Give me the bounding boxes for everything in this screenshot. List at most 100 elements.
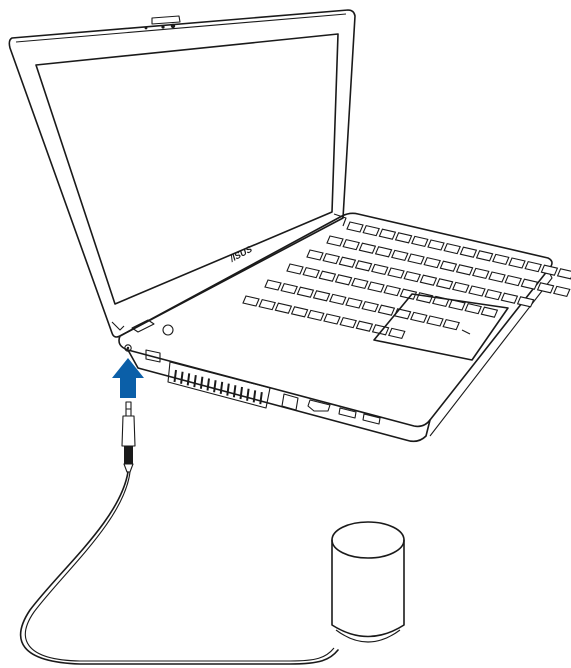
keyboard-key bbox=[339, 257, 355, 267]
keyboard-key bbox=[388, 268, 404, 278]
keyboard-key bbox=[363, 226, 379, 236]
keyboard-key bbox=[412, 236, 428, 246]
keyboard-key bbox=[469, 286, 485, 296]
keyboard-key bbox=[323, 254, 339, 264]
keyboard-key bbox=[336, 275, 352, 285]
keyboard-key bbox=[359, 243, 375, 253]
keyboard bbox=[243, 222, 571, 338]
keyboard-key bbox=[297, 287, 313, 297]
keyboard-key bbox=[493, 254, 509, 264]
keyboard-key bbox=[396, 233, 412, 243]
keyboard-key bbox=[509, 258, 525, 268]
vent-slot bbox=[241, 387, 243, 399]
keyboard-key bbox=[265, 280, 281, 290]
keyboard-key bbox=[307, 250, 323, 260]
keyboard-key bbox=[473, 268, 489, 278]
audio-plug bbox=[122, 402, 135, 472]
keyboard-key bbox=[327, 236, 343, 246]
keyboard-key bbox=[347, 222, 363, 232]
keyboard-key bbox=[443, 320, 459, 330]
keyboard-key bbox=[428, 240, 444, 250]
keyboard-key bbox=[352, 278, 368, 288]
keyboard-key bbox=[541, 265, 557, 275]
keyboard-key bbox=[477, 251, 493, 261]
lid-hinge-left bbox=[112, 322, 124, 330]
insert-arrow bbox=[112, 358, 144, 398]
hdmi-port bbox=[308, 400, 330, 411]
keyboard-key bbox=[525, 262, 541, 272]
keyboard-key bbox=[275, 303, 291, 313]
vent-slot bbox=[234, 385, 236, 397]
vent-slot bbox=[247, 389, 249, 401]
keyboard-key bbox=[281, 284, 297, 294]
keyboard-key bbox=[340, 318, 356, 328]
vent-slot bbox=[201, 377, 203, 389]
keyboard-key bbox=[346, 298, 362, 308]
keyboard-key bbox=[489, 272, 505, 282]
keyboard-key bbox=[314, 291, 330, 301]
asus-logo: /ISUS bbox=[227, 244, 253, 264]
laptop-base bbox=[119, 213, 552, 441]
side-ports bbox=[125, 345, 380, 424]
keyboard-key bbox=[395, 309, 411, 319]
vent-slot bbox=[181, 372, 183, 384]
vent-slot bbox=[175, 370, 177, 382]
keyboard-key bbox=[408, 254, 424, 264]
keyboard-key bbox=[379, 229, 395, 239]
power-button bbox=[132, 320, 173, 335]
keyboard-key bbox=[453, 282, 469, 292]
keyboard-key bbox=[427, 316, 443, 326]
laptop-screen bbox=[36, 34, 338, 304]
vent-slot bbox=[254, 390, 256, 402]
keyboard-key bbox=[343, 240, 359, 250]
keyboard-key bbox=[259, 300, 275, 310]
keyboard-key bbox=[437, 279, 453, 289]
keyboard-key bbox=[420, 275, 436, 285]
vent-slot bbox=[221, 382, 223, 394]
webcam-bar bbox=[145, 16, 180, 29]
keyboard-key bbox=[292, 307, 308, 317]
keyboard-key bbox=[485, 290, 501, 300]
keyboard-key bbox=[558, 269, 571, 279]
keyboard-key bbox=[319, 271, 335, 281]
keyboard-key bbox=[465, 304, 481, 314]
keyboard-key bbox=[356, 321, 372, 331]
keyboard-key bbox=[356, 261, 372, 271]
keyboard-key bbox=[308, 310, 324, 320]
keyboard-key bbox=[376, 247, 392, 257]
keyboard-key bbox=[372, 264, 388, 274]
audio-cable bbox=[21, 472, 338, 664]
keyboard-key bbox=[444, 244, 460, 254]
keyboard-key bbox=[392, 250, 408, 260]
keyboard-key bbox=[404, 272, 420, 282]
keyboard-key bbox=[330, 294, 346, 304]
vent-slot bbox=[214, 380, 216, 392]
keyboard-key bbox=[368, 282, 384, 292]
keyboard-key bbox=[481, 307, 497, 317]
keyboard-key bbox=[521, 279, 537, 289]
keyboard-key bbox=[324, 314, 340, 324]
vent-slot bbox=[260, 392, 262, 404]
vent-slot bbox=[188, 373, 190, 385]
keyboard-key bbox=[554, 286, 570, 296]
keyboard-key bbox=[460, 247, 476, 257]
keyboard-key bbox=[505, 276, 521, 286]
speaker bbox=[332, 522, 404, 642]
keyboard-key bbox=[303, 268, 319, 278]
keyboard-key bbox=[243, 296, 259, 306]
keyboard-key bbox=[457, 265, 473, 275]
keyboard-key bbox=[378, 305, 394, 315]
keyboard-key bbox=[287, 264, 303, 274]
keyboard-key bbox=[411, 312, 427, 322]
keyboard-key bbox=[424, 258, 440, 268]
keyboard-key bbox=[501, 293, 517, 303]
keyboard-key bbox=[362, 302, 378, 312]
keyboard-key bbox=[384, 286, 400, 296]
vent-slot bbox=[208, 379, 210, 391]
keyboard-key bbox=[538, 283, 554, 293]
keyboard-key bbox=[389, 328, 405, 338]
keyboard-key bbox=[440, 261, 456, 271]
vent-slot bbox=[227, 384, 229, 396]
vent-slot bbox=[194, 375, 196, 387]
